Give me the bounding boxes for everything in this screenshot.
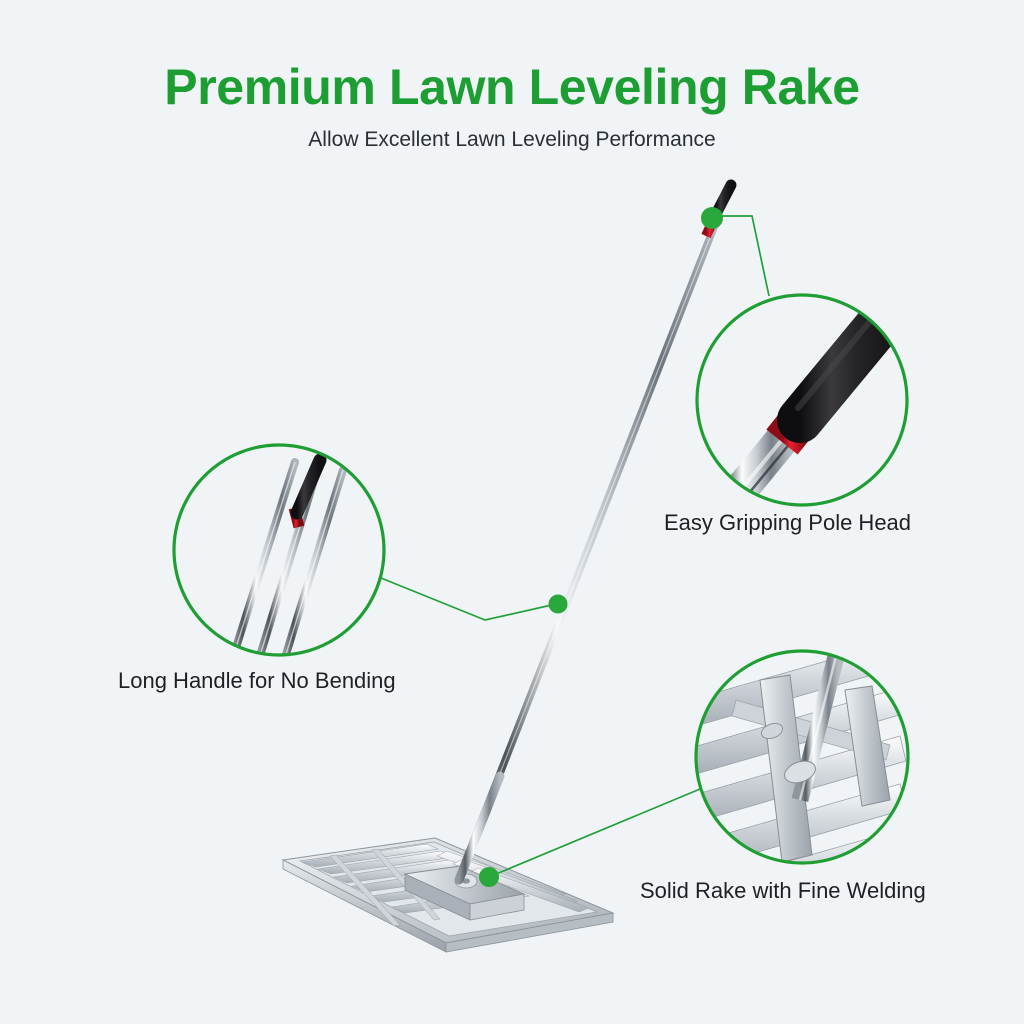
rake-product	[281, 179, 737, 953]
marker-dot-grip	[701, 207, 723, 229]
callout-markers	[479, 207, 723, 887]
callout-circle-grip	[695, 293, 909, 507]
callout-leader-lines	[380, 215, 770, 878]
leader-line-welding	[488, 788, 701, 878]
callout-label-welding: Solid Rake with Fine Welding	[640, 878, 926, 903]
rake-mounting-bracket	[403, 865, 526, 921]
callout-circle-handle	[172, 443, 386, 657]
marker-dot-handle	[548, 594, 568, 614]
leader-line-handle	[380, 577, 557, 621]
rake-pole	[454, 218, 720, 885]
page-title: Premium Lawn Leveling Rake	[164, 59, 860, 115]
callout-circle-welding	[694, 649, 910, 865]
callout-label-handle: Long Handle for No Bending	[118, 668, 396, 693]
callout-label-grip: Easy Gripping Pole Head	[664, 510, 912, 535]
page-subtitle: Allow Excellent Lawn Leveling Performanc…	[308, 128, 716, 151]
marker-dot-welding	[479, 867, 499, 887]
rake-head	[281, 837, 615, 953]
leader-line-grip	[714, 215, 770, 297]
